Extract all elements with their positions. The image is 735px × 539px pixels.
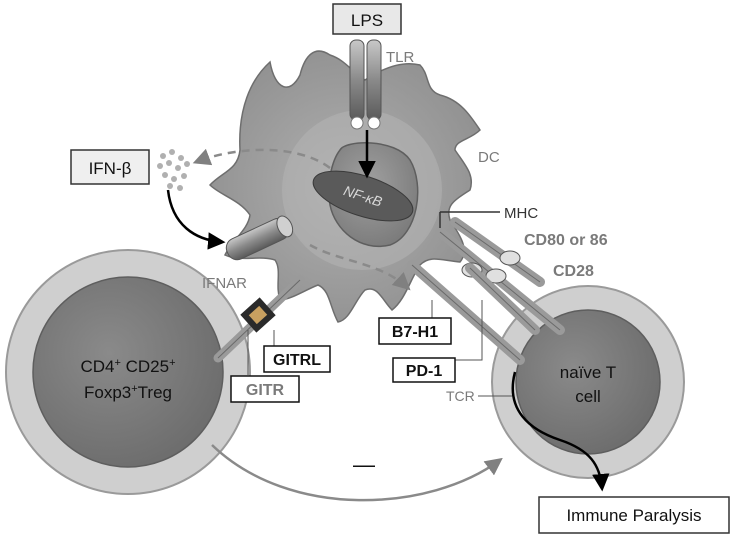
gitr-label: GITR	[246, 382, 285, 399]
tcr-label: TCR	[446, 388, 475, 404]
ifnb-box	[70, 149, 150, 185]
pd1-label: PD-1	[406, 363, 443, 380]
naive-t-label-line1: naïve T	[560, 363, 616, 382]
gitr-box	[230, 375, 300, 403]
ifnb-label: IFN-β	[89, 159, 132, 178]
immune-paralysis-label: Immune Paralysis	[566, 506, 701, 525]
minus-sign: —	[353, 452, 375, 477]
ifnar-label: IFNAR	[202, 275, 247, 292]
b7h1-pd1-complex	[407, 260, 525, 365]
lps-box	[332, 3, 402, 35]
treg-label-line2: Foxp3+Treg	[84, 383, 172, 402]
ifnb-particles	[157, 149, 190, 191]
b7h1-box	[378, 317, 452, 345]
dc-label: DC	[478, 149, 500, 166]
naive-t-label-line2: cell	[575, 387, 601, 406]
to-immune-paralysis-arrow	[511, 371, 610, 492]
mhc-label: MHC	[504, 205, 538, 222]
treg-suppression-arrow	[211, 444, 503, 502]
gitrl-label: GITRL	[273, 352, 321, 369]
tlr-receptor	[349, 39, 382, 130]
cd28-label: CD28	[553, 263, 594, 280]
tlr-label: TLR	[386, 49, 415, 66]
ifnar-receptor	[225, 215, 294, 261]
cd80-86-label: CD80 or 86	[524, 232, 608, 249]
lps-label: LPS	[351, 11, 383, 30]
treg-cell	[5, 249, 251, 495]
ifnb-to-ifnar-arrow	[166, 189, 226, 250]
gitrl-box	[263, 345, 331, 373]
pd1-box	[392, 357, 456, 383]
mhc-tcr-complex	[435, 217, 565, 335]
treg-label-line1: CD4+ CD25+	[80, 357, 175, 376]
gitrl-gitr-complex	[213, 275, 305, 363]
immune-paralysis-box	[538, 496, 730, 534]
b7h1-label: B7-H1	[392, 324, 438, 341]
